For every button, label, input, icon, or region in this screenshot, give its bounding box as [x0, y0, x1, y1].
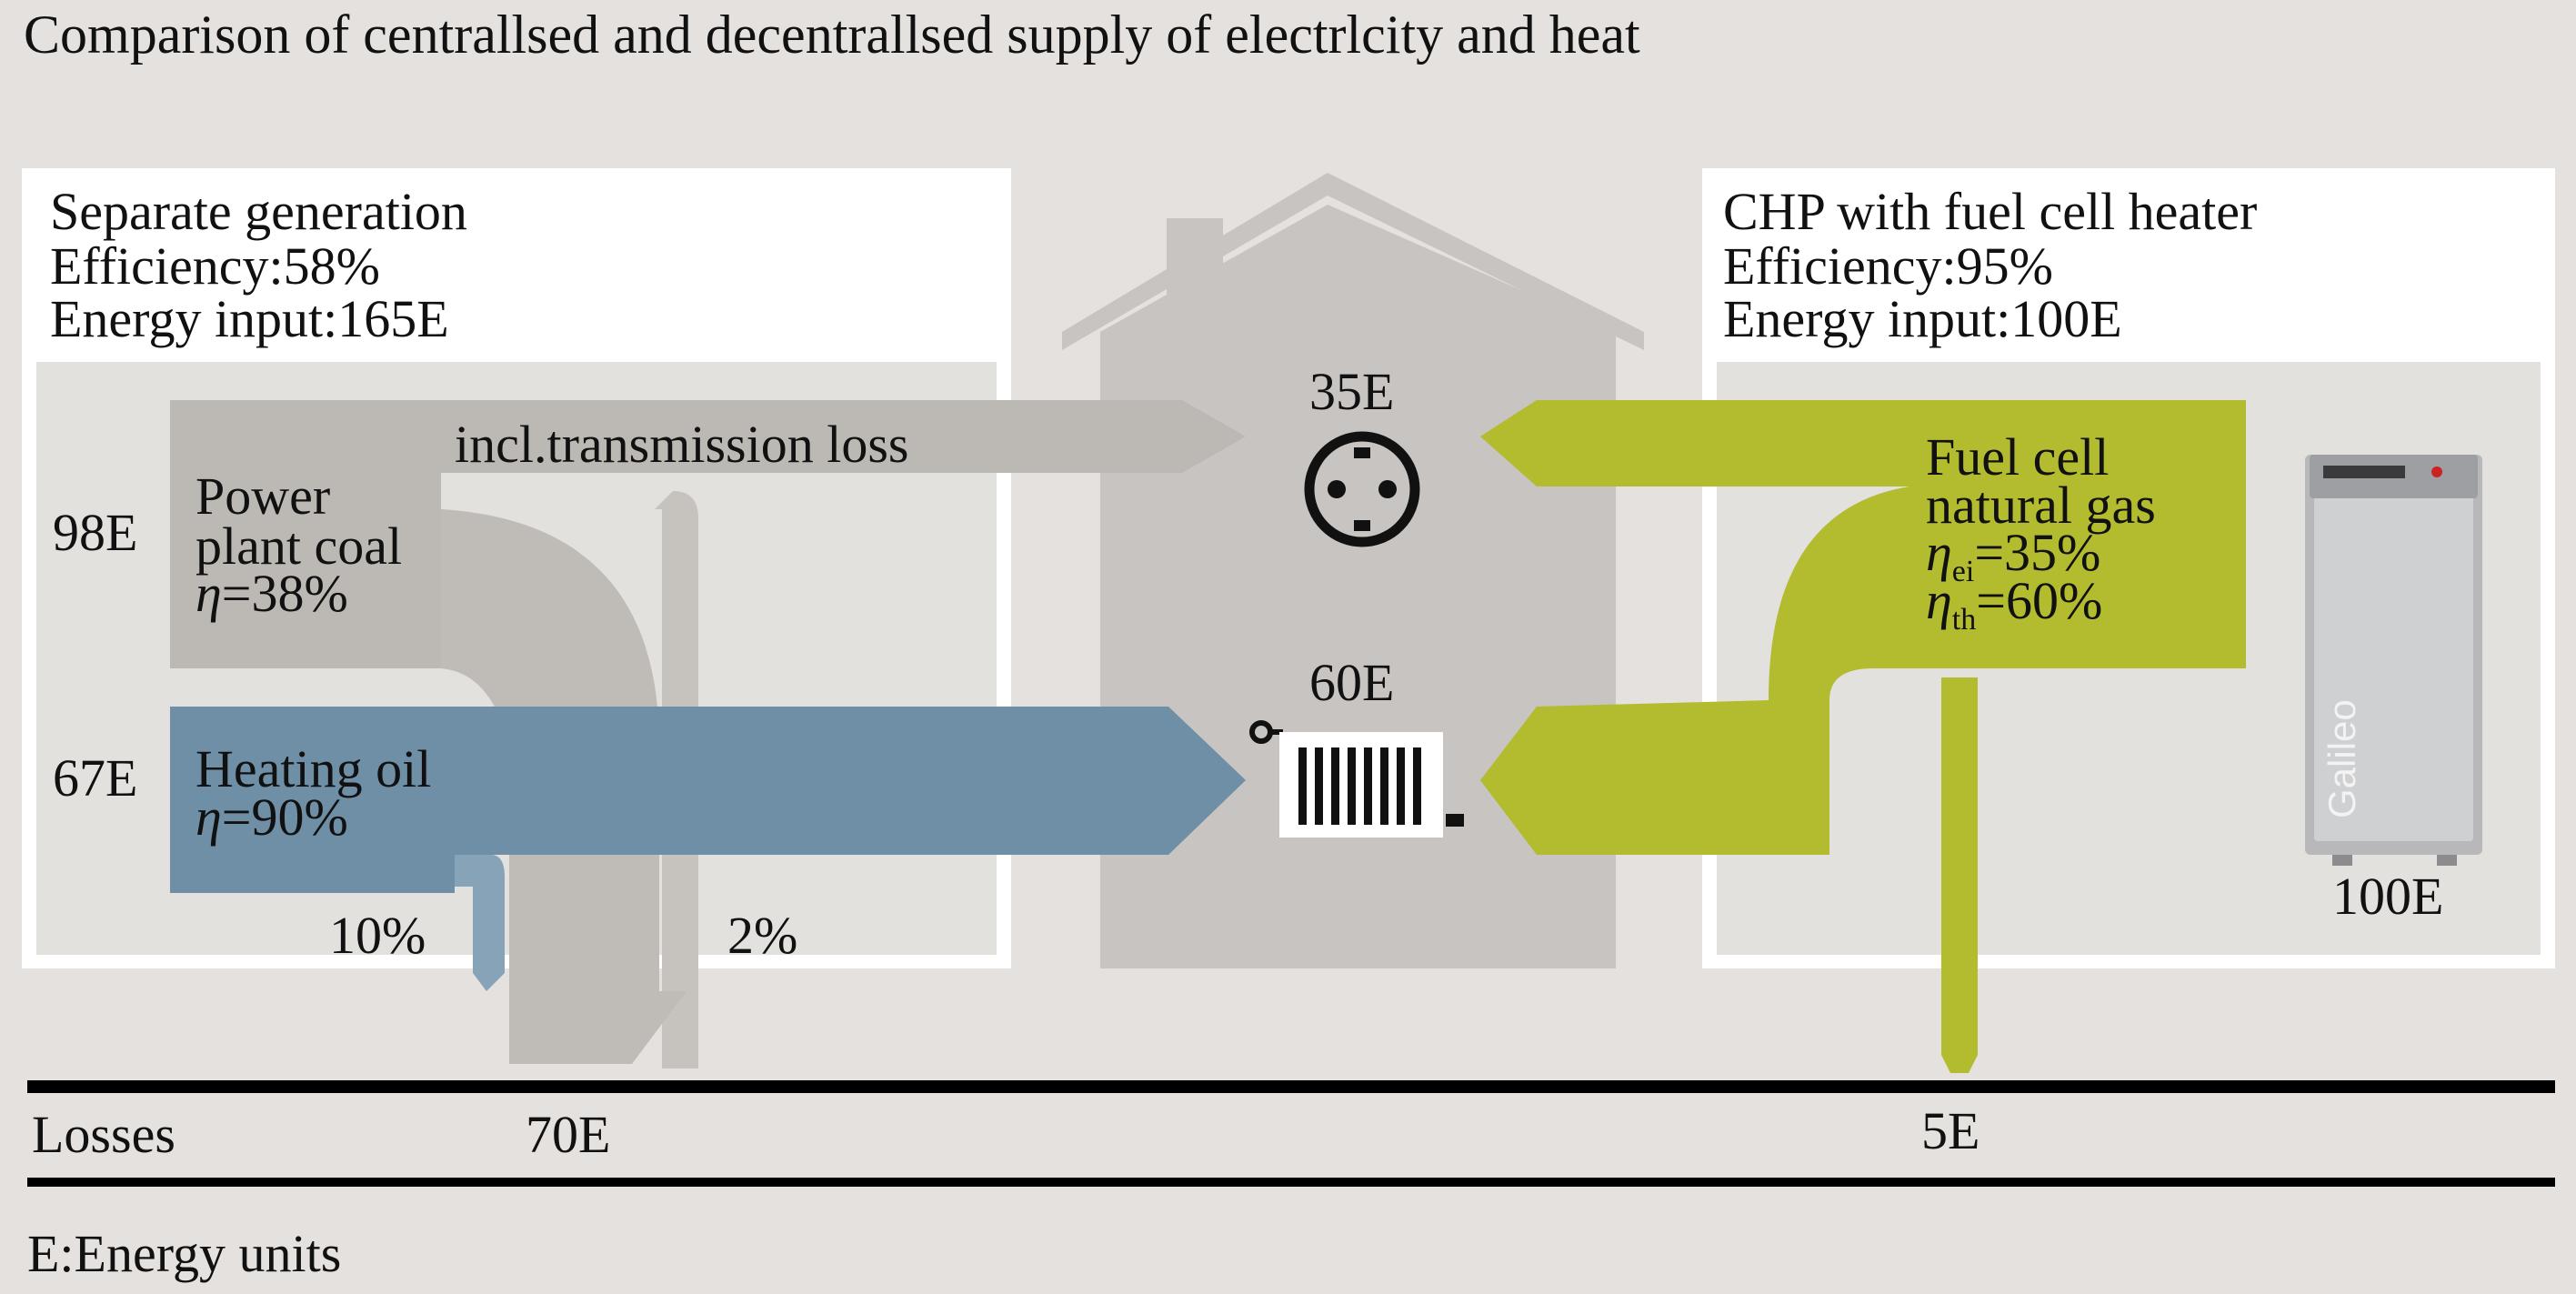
appliance-input-value: 100E [2332, 867, 2443, 926]
heat-value: 60E [1309, 653, 1394, 712]
fuelcell-flow-arrow [1480, 400, 2246, 855]
oil-label: Heating oil [195, 739, 431, 798]
oil-flow-arrow [170, 707, 1246, 893]
losses-top-rule [27, 1080, 2555, 1093]
coal-label-line1: Power [195, 466, 330, 526]
radiator-icon [1249, 720, 1464, 838]
diagram-title: Comparison of centrallsed and decentrall… [24, 5, 1640, 65]
oil-input-value: 67E [53, 748, 137, 807]
coal-input-value: 98E [53, 503, 137, 562]
losses-left-value: 70E [526, 1105, 610, 1164]
left-panel-efficiency: Efficiency:58% [50, 236, 380, 296]
fuelcell-electrical-efficiency: ηei=35% [1926, 523, 2100, 588]
fuelcell-label-line2: natural gas [1926, 476, 2156, 535]
left-panel-energy-input: Energy input:165E [50, 289, 449, 348]
oil-flow [170, 707, 1246, 991]
transmission-loss-label: incl.transmission loss [455, 415, 908, 474]
fuelcell-label-line1: Fuel cell [1926, 427, 2109, 487]
fuelcell-appliance: Galileo [2305, 455, 2482, 866]
fuelcell-flow [1480, 400, 2246, 1073]
right-panel-energy-input: Energy input:100E [1723, 289, 2122, 348]
oil-loss-flow [455, 855, 505, 991]
losses-label: Losses [32, 1105, 175, 1164]
socket-icon [1304, 431, 1420, 547]
appliance-brand-text: Galileo [2320, 699, 2363, 818]
left-panel-title: Separate generation [50, 182, 467, 241]
right-panel-title: CHP with fuel cell heater [1723, 182, 2257, 241]
oil-loss-percent: 10% [329, 906, 426, 965]
footnote: E:Energy units [27, 1224, 341, 1283]
coal-flow-arrow [170, 400, 1246, 668]
losses-bottom-rule [27, 1178, 2555, 1187]
transmission-loss-percent: 2% [727, 906, 797, 965]
coal-label-line2: plant coal [195, 517, 402, 576]
fuelcell-thermal-efficiency: ηth=60% [1926, 571, 2102, 637]
coal-efficiency: η=38% [195, 564, 348, 623]
oil-efficiency: η=90% [195, 787, 348, 847]
right-panel-efficiency: Efficiency:95% [1723, 236, 2053, 296]
fuelcell-loss-flow [1941, 677, 1978, 1073]
electricity-value: 35E [1309, 362, 1394, 421]
losses-right-value: 5E [1921, 1101, 1980, 1160]
